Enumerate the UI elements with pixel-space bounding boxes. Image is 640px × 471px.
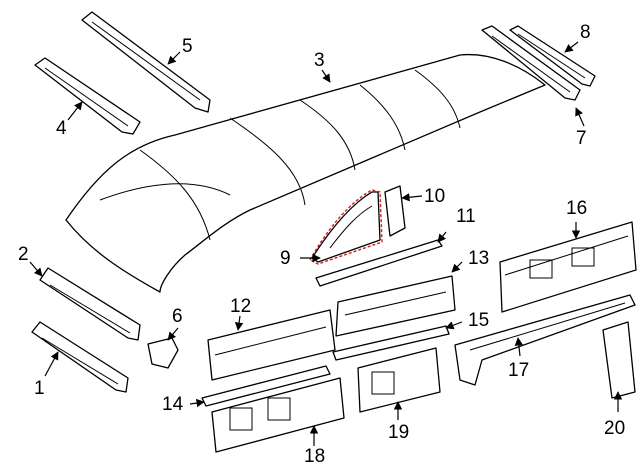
callout-15: 15 xyxy=(468,310,489,331)
part-bracket-6[interactable] xyxy=(147,337,179,369)
leader-3 xyxy=(321,69,331,83)
part-molding-15[interactable] xyxy=(332,325,450,361)
callout-2: 2 xyxy=(18,244,29,265)
leader-11 xyxy=(437,231,447,243)
callout-6: 6 xyxy=(172,306,183,327)
callout-3: 3 xyxy=(314,50,325,71)
part-side-panel-13[interactable] xyxy=(335,275,456,337)
part-rear-rail-7[interactable] xyxy=(481,25,581,101)
part-roof-bow-4[interactable] xyxy=(34,57,141,135)
leader-7 xyxy=(575,107,585,127)
callout-8: 8 xyxy=(580,22,591,43)
part-roof-rail-5[interactable] xyxy=(81,11,211,113)
part-lower-panel-18[interactable] xyxy=(211,377,345,453)
leader-10 xyxy=(401,193,423,202)
part-rear-header-8[interactable] xyxy=(509,25,596,87)
callout-7: 7 xyxy=(576,128,587,149)
leader-5 xyxy=(167,51,181,65)
part-front-header-2[interactable] xyxy=(39,267,141,341)
callout-11: 11 xyxy=(456,206,476,227)
leader-8 xyxy=(564,41,579,53)
highlight-outline xyxy=(309,189,383,265)
callout-1: 1 xyxy=(34,378,45,399)
part-roof-panel[interactable] xyxy=(65,53,546,293)
part-side-panel-12[interactable] xyxy=(207,309,336,381)
leader-13 xyxy=(451,261,463,273)
part-side-panel-16[interactable] xyxy=(499,221,637,313)
leader-6 xyxy=(167,327,179,341)
leader-12 xyxy=(234,315,244,331)
leader-17 xyxy=(514,337,524,357)
callout-20: 20 xyxy=(604,418,625,439)
part-corner-piece-9[interactable] xyxy=(309,189,383,265)
callout-5: 5 xyxy=(182,36,193,57)
callout-12: 12 xyxy=(230,296,251,317)
callout-16: 16 xyxy=(566,198,587,219)
callout-19: 19 xyxy=(388,422,409,443)
leader-4 xyxy=(67,101,83,121)
leader-15 xyxy=(445,321,463,330)
leader-14 xyxy=(189,398,205,408)
part-windshield-header-1[interactable] xyxy=(31,321,129,393)
callout-18: 18 xyxy=(304,446,325,467)
callout-14: 14 xyxy=(162,394,184,415)
leader-2 xyxy=(29,261,43,277)
part-pillar-20[interactable] xyxy=(602,321,636,399)
callout-13: 13 xyxy=(468,248,489,269)
callout-10: 10 xyxy=(424,186,445,207)
part-door-panel-19[interactable] xyxy=(357,347,441,413)
part-inner-rail-17[interactable] xyxy=(454,294,636,386)
leader-1 xyxy=(44,351,59,377)
callout-9: 9 xyxy=(280,248,291,269)
callout-17: 17 xyxy=(508,360,529,381)
part-trim-strip-11[interactable] xyxy=(315,239,443,287)
part-bracket-10[interactable] xyxy=(384,185,406,237)
callout-4: 4 xyxy=(56,118,67,139)
